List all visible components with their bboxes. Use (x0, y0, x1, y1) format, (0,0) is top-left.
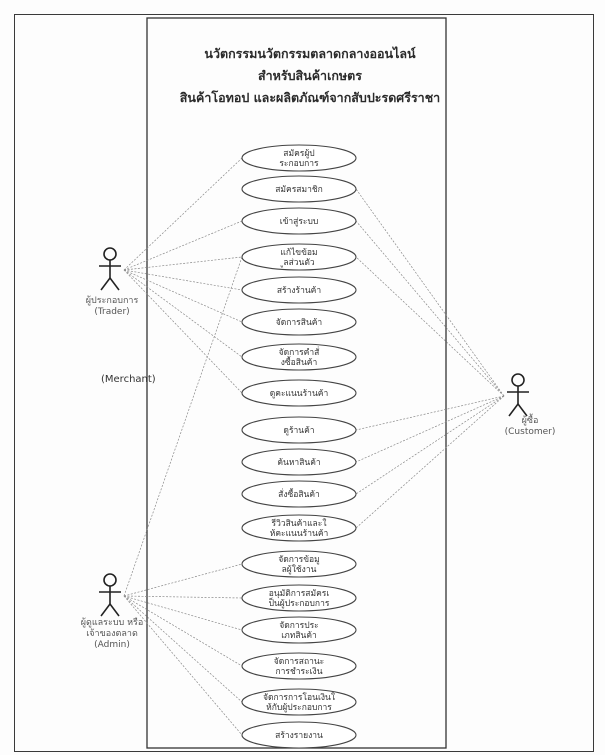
association-trader-1 (123, 157, 243, 271)
use-case-18 (241, 721, 357, 749)
use-case-9 (241, 416, 357, 444)
system-title-line-3: สินค้าโอทอป และผลิตภัณฑ์จากสับปะรดศรีราช… (179, 90, 441, 105)
actor-customer-label: ผู้ซื้อ (Customer) (495, 416, 565, 438)
actor-customer-role: (Customer) (504, 427, 556, 437)
association-admin-17 (123, 595, 243, 703)
use-case-5 (241, 276, 357, 304)
association-admin-13 (123, 563, 243, 597)
system-title-line-2: สำหรับสินค้าเกษตร (257, 68, 362, 83)
system-title-line-1: นวัตกรรมนวัตกรรมตลาดกลางออนไลน์ (204, 46, 416, 61)
use-case-label-7: จัดการคำสั่งซื้อสินค้า (279, 346, 320, 368)
use-case-label-3: เข้าสู่ระบบ (280, 216, 319, 227)
use-case-label-4: แก้ไขข้อมูลส่วนตัว (279, 247, 317, 268)
use-case-label-2: สมัครสมาชิก (275, 185, 323, 195)
use-case-label-16: จัดการสถานะการชำระเงิน (274, 657, 324, 677)
association-trader-4 (123, 256, 243, 271)
association-trader-6 (123, 269, 243, 323)
use-case-label-13: จัดการข้อมูลผู้ใช้งาน (278, 554, 320, 575)
association-customer-11 (355, 395, 505, 495)
actor-admin-name: ผู้ดูแลระบบ หรือ (80, 618, 144, 628)
use-case-13 (241, 550, 357, 578)
association-admin-15 (123, 595, 243, 631)
actor-customer-figure (507, 373, 529, 417)
actor-trader-name: ผู้ประกอบการ (85, 296, 139, 306)
actor-trader-figure (99, 247, 121, 291)
association-customer-2 (355, 188, 505, 397)
association-trader-5 (123, 269, 243, 291)
association-customer-3 (355, 220, 505, 397)
actor-admin-role: (Admin) (94, 640, 130, 650)
use-case-15 (241, 616, 357, 644)
association-trader-8 (123, 269, 243, 394)
use-case-label-17: จัดการการโอนเงินให้กับผู้ประกอบการ (263, 692, 335, 713)
page-border (14, 14, 594, 752)
use-case-label-11: สั่งซื้อสินค้า (278, 488, 320, 500)
use-case-11 (241, 480, 357, 508)
use-case-label-14: อนุมัติการสมัครเป็นผู้ประกอบการ (269, 589, 330, 609)
use-case-2 (241, 175, 357, 203)
actor-admin-name-2: เจ้าของตลาด (86, 629, 138, 639)
use-case-7 (241, 343, 357, 371)
use-case-label-12: รีวิวสินค้าและให้คะแนนร้านค้า (270, 518, 329, 539)
use-case-label-1: สมัครผู้ประกอบการ (279, 148, 319, 169)
actor-group (99, 247, 529, 617)
actor-trader-role: (Trader) (94, 307, 130, 317)
association-customer-9 (355, 395, 505, 431)
use-case-label-10: ค้นหาสินค้า (277, 457, 320, 468)
use-case-6 (241, 308, 357, 336)
use-case-label-5: สร้างร้านค้า (277, 285, 321, 296)
association-admin-4 (123, 256, 243, 597)
association-admin-16 (123, 595, 243, 667)
use-case-10 (241, 448, 357, 476)
association-admin-14 (123, 595, 243, 599)
use-case-3 (241, 207, 357, 235)
use-case-group: สมัครผู้ประกอบการสมัครสมาชิกเข้าสู่ระบบแ… (241, 144, 357, 749)
actor-trader-label: ผู้ประกอบการ (Trader) (72, 296, 152, 318)
association-admin-18 (123, 595, 243, 736)
use-case-14 (241, 584, 357, 612)
association-customer-12 (355, 395, 505, 529)
use-case-1 (241, 144, 357, 172)
association-lines (123, 157, 505, 736)
use-case-label-18: สร้างรายงาน (275, 730, 323, 741)
actor-admin-label: ผู้ดูแลระบบ หรือ เจ้าของตลาด (Admin) (62, 618, 162, 651)
association-trader-3 (123, 220, 243, 271)
use-case-8 (241, 379, 357, 407)
use-case-4 (241, 243, 357, 271)
association-customer-10 (355, 395, 505, 463)
use-case-label-8: ดูคะแนนร้านค้า (270, 388, 328, 399)
use-case-17 (241, 688, 357, 716)
actor-admin-figure (99, 573, 121, 617)
use-case-16 (241, 652, 357, 680)
use-case-label-6: จัดการสินค้า (276, 317, 322, 328)
use-case-12 (241, 514, 357, 542)
association-customer-4 (355, 256, 505, 397)
merchant-note: (Merchant) (101, 374, 156, 385)
use-case-label-9: ดูร้านค้า (283, 425, 314, 436)
use-case-label-15: จัดการประเภทสินค้า (279, 621, 319, 641)
actor-customer-name: ผู้ซื้อ (521, 416, 539, 426)
